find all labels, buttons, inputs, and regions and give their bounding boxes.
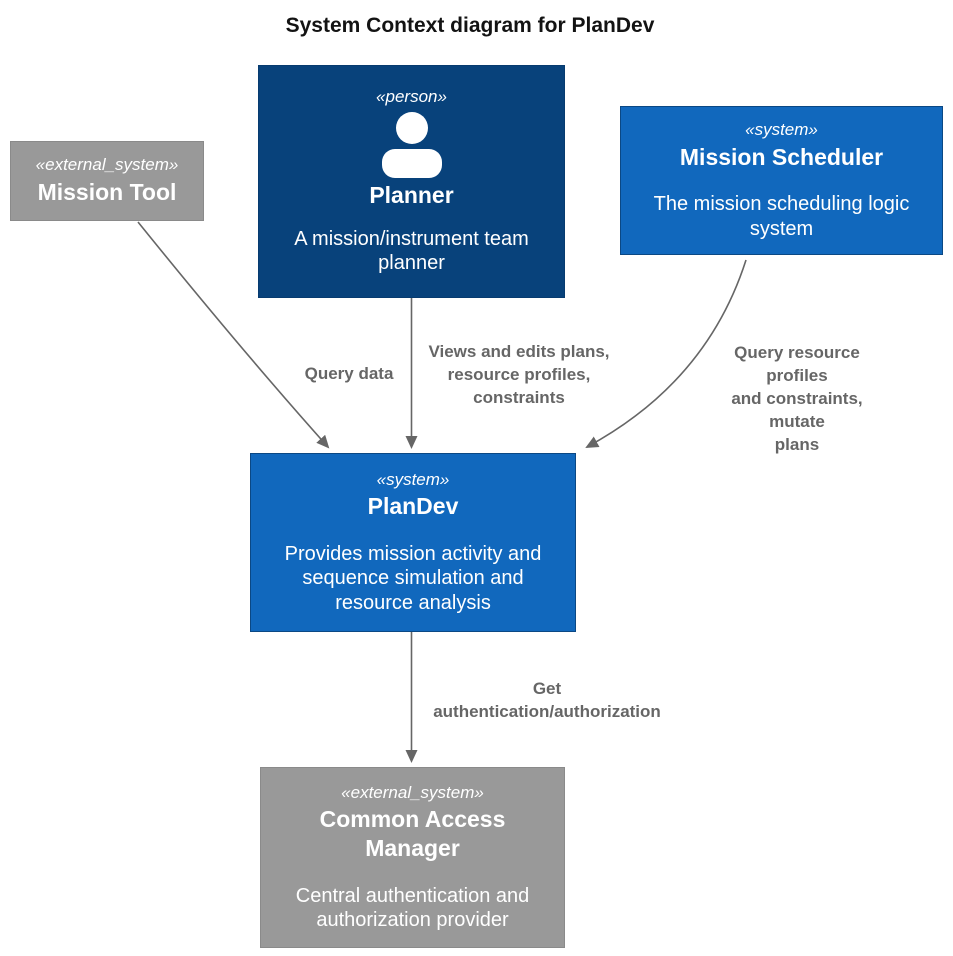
node-planner: «person» Planner A mission/instrument te…: [258, 65, 565, 298]
mission-scheduler-description: The mission scheduling logic system: [653, 193, 910, 240]
edge-label-get-authentication: Get authentication/authorization: [433, 679, 661, 721]
node-common-access-manager: «external_system» Common Access Manager …: [260, 767, 565, 948]
edge-label-views-and-edits: Views and edits plans, resource profiles…: [428, 342, 610, 407]
edge-label-query-resource-profiles: Query resource profiles and constraints,…: [731, 343, 863, 454]
node-plandev: «system» PlanDev Provides mission activi…: [250, 453, 576, 632]
planner-description: A mission/instrument team planner: [294, 227, 529, 275]
node-mission-tool: «external_system» Mission Tool: [10, 141, 204, 221]
mission-scheduler-name: Mission Scheduler: [679, 143, 884, 170]
plandev-description: Provides mission activity and sequence s…: [284, 543, 542, 614]
edge-label-query-data: Query data: [304, 364, 394, 383]
mission-scheduler-stereotype: «system»: [745, 119, 818, 139]
cam-name: Common Access Manager: [319, 806, 506, 861]
cam-stereotype: «external_system»: [341, 782, 484, 802]
node-mission-scheduler: «system» Mission Scheduler The mission s…: [620, 106, 943, 255]
mission-tool-stereotype: «external_system»: [35, 155, 179, 175]
plandev-stereotype: «system»: [376, 469, 450, 489]
person-icon: [380, 112, 444, 178]
plandev-name: PlanDev: [367, 493, 459, 520]
diagram-title: System Context diagram for PlanDev: [285, 14, 655, 37]
planner-name: Planner: [369, 182, 454, 208]
cam-description: Central authentication and authorization…: [295, 884, 530, 932]
mission-tool-name: Mission Tool: [37, 178, 177, 205]
planner-stereotype: «person»: [376, 87, 447, 107]
